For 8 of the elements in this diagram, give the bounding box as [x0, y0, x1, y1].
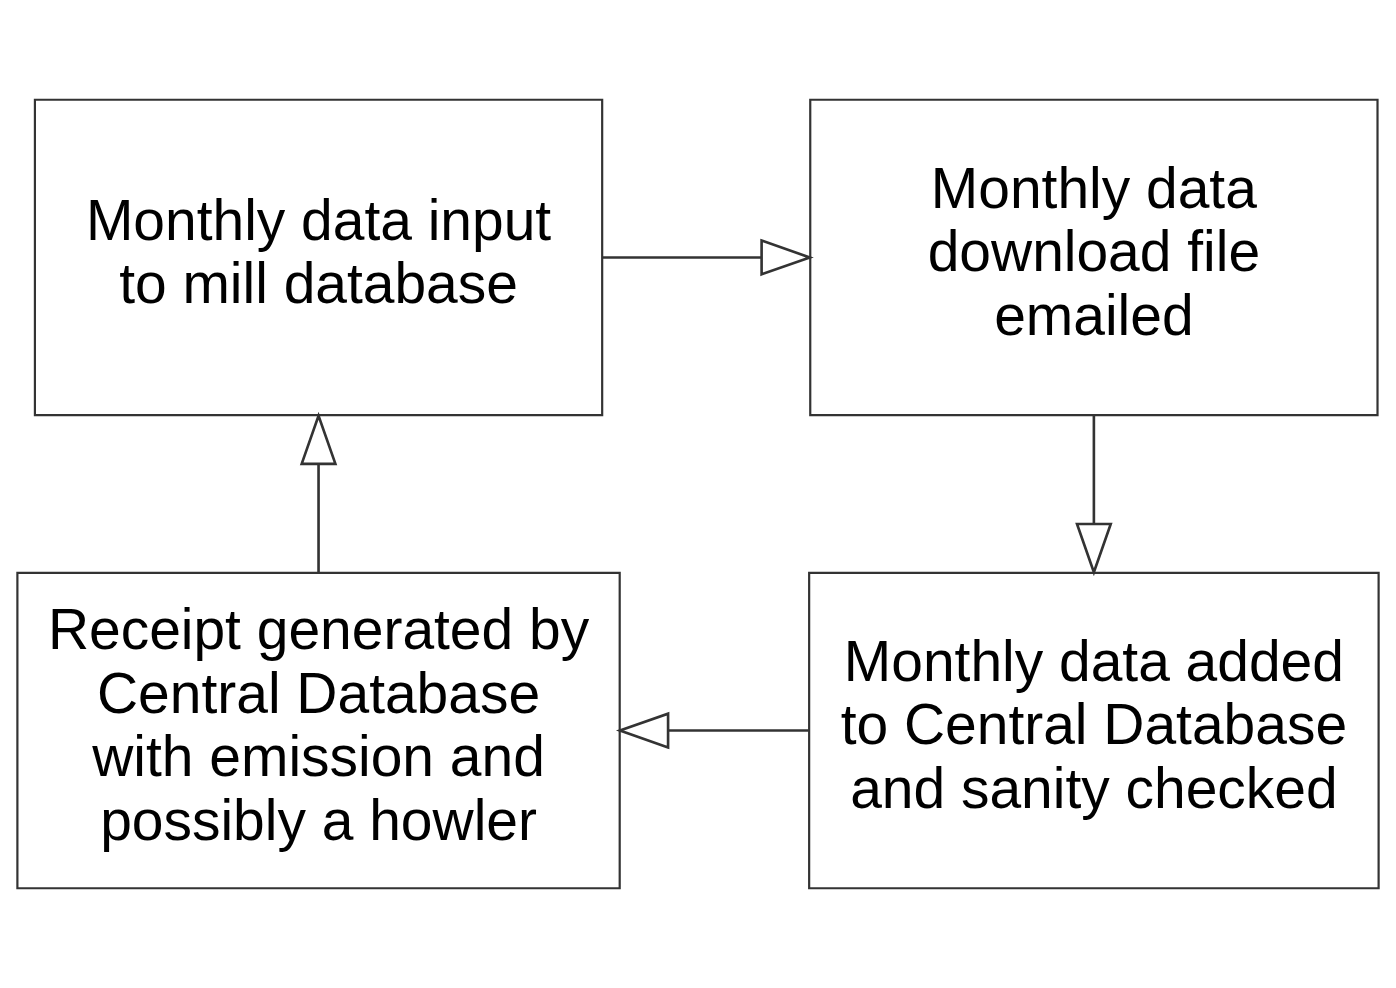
- arrow: [299, 411, 338, 573]
- arrow: [1075, 415, 1113, 577]
- node-box: Monthly data added to Central Database and sanity checked: [808, 571, 1380, 890]
- arrow: [602, 238, 814, 277]
- node-box: Monthly data download file emailed: [809, 98, 1379, 417]
- node-box: Receipt generated by Central Database with emission and possibly a howler: [16, 571, 621, 890]
- node-box: Monthly data input to mill database: [33, 98, 604, 417]
- arrow: [615, 711, 809, 750]
